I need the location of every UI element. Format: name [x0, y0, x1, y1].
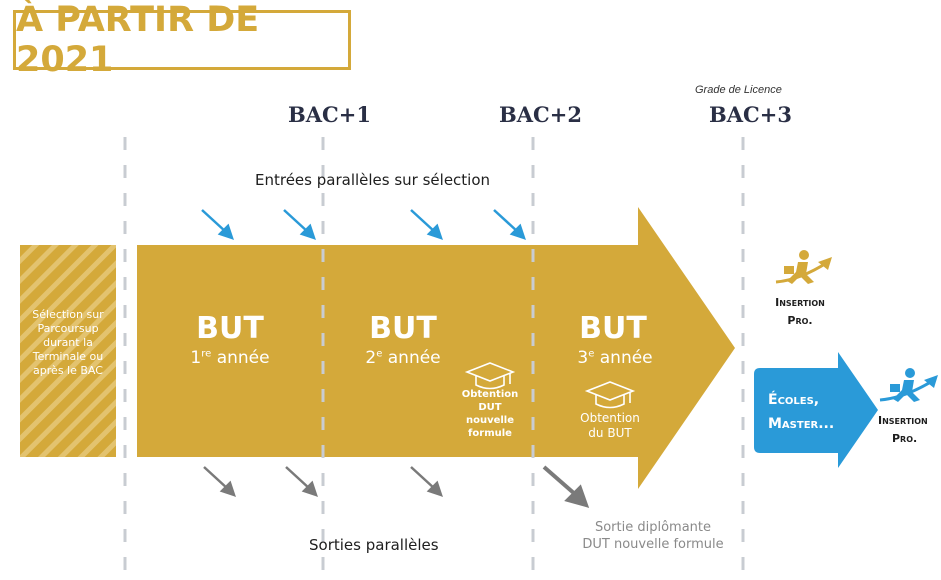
entry-arrows — [201, 209, 526, 240]
but-main-arrow — [137, 207, 735, 489]
obtention-line: Obtention — [461, 389, 519, 400]
year-word: année — [216, 348, 270, 368]
but-year-1-title: BUT — [196, 311, 264, 346]
year-number: 3 — [577, 348, 589, 368]
bac-plus-2-label: BAC+2 — [499, 102, 582, 127]
but-year-3-title: BUT — [579, 311, 647, 346]
page-title: À PARTIR DE 2021 — [16, 0, 260, 80]
obtention-line: formule — [468, 428, 512, 439]
selection-line: Sélection sur — [32, 308, 104, 321]
ecoles-master-label: Écoles, Master... — [768, 388, 834, 436]
obtention-line: nouvelle — [465, 415, 515, 426]
obtention-but-text: Obtention du BUT — [570, 411, 650, 441]
sorties-paralleles-label: Sorties parallèles — [309, 536, 439, 554]
entrees-paralleles-label: Entrées parallèles sur sélection — [255, 171, 491, 189]
selection-text: Sélection sur Parcoursup durant la Termi… — [20, 308, 116, 378]
year-number: 1 — [190, 348, 202, 368]
year-3-label: 3e année — [550, 348, 680, 368]
graduation-cap-icon — [584, 381, 636, 409]
selection-block — [20, 245, 116, 457]
obtention-line: DUT — [478, 402, 502, 413]
year-1-label: 1re année — [165, 348, 295, 368]
selection-line: après le BAC — [33, 364, 103, 377]
running-man-icon — [879, 368, 938, 402]
insertion-pro-label: Insertion Pro. — [760, 294, 840, 330]
title-box: À PARTIR DE 2021 — [13, 0, 351, 80]
selection-line: Terminale ou — [32, 350, 104, 363]
year-2-label: 2e année — [338, 348, 468, 368]
insertion-pro-label-2: Insertion Pro. — [878, 412, 941, 448]
year-dividers — [123, 137, 745, 580]
ecoles-arrow — [754, 352, 878, 468]
grade-licence-note: Grade de Licence — [695, 84, 782, 96]
year-number: 2 — [365, 348, 377, 368]
insertion-line: Insertion — [775, 296, 825, 309]
insertion-line: Pro. — [892, 432, 918, 445]
bac-plus-1-label: BAC+1 — [288, 102, 371, 127]
insertion-line: Insertion — [878, 414, 928, 427]
running-man-icon — [775, 250, 832, 284]
selection-line: durant la — [43, 336, 93, 349]
bac-plus-3-label: BAC+3 — [709, 102, 792, 127]
obtention-line: du BUT — [588, 426, 632, 440]
insertion-line: Pro. — [787, 314, 813, 327]
sortie-line: DUT nouvelle formule — [582, 537, 724, 552]
exit-arrows — [203, 466, 443, 497]
graduation-cap-icon — [464, 362, 516, 390]
obtention-dut-text: Obtention DUT nouvelle formule — [455, 388, 525, 440]
selection-line: Parcoursup — [37, 322, 99, 335]
ecoles-line: Écoles, — [768, 392, 820, 408]
year-sup: e — [376, 348, 383, 360]
sortie-diplomante-text: Sortie diplômante DUT nouvelle formule — [568, 519, 738, 553]
sortie-line: Sortie diplômante — [594, 520, 712, 535]
obtention-line: Obtention — [580, 411, 640, 425]
year-sup: re — [201, 348, 212, 360]
year-sup: e — [588, 348, 595, 360]
year-word: année — [387, 348, 441, 368]
exit-arrow-diplomante — [542, 465, 590, 508]
ecoles-line: Master... — [768, 416, 835, 432]
year-word: année — [599, 348, 653, 368]
but-year-2-title: BUT — [369, 311, 437, 346]
